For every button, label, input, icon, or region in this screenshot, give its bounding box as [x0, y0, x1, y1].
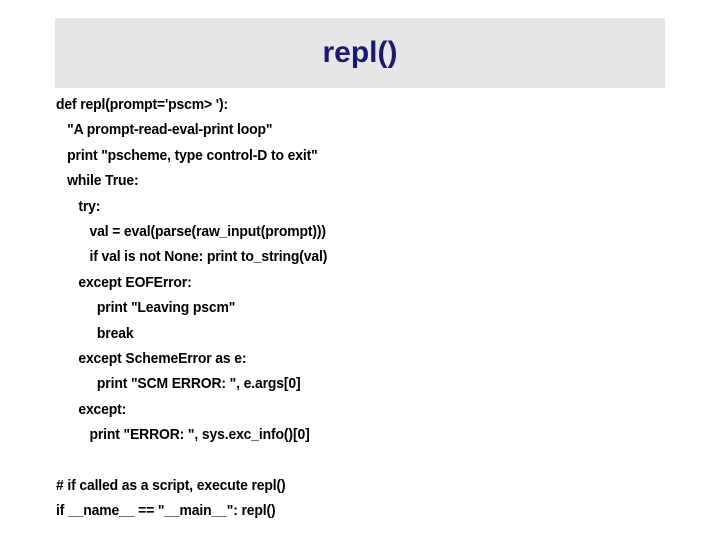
code-block: def repl(prompt='pscm> '): "A prompt-read…: [56, 92, 676, 524]
code-line: print "SCM ERROR: ", e.args[0]: [96, 375, 301, 393]
code-line: def repl(prompt='pscm> '):: [56, 96, 228, 113]
code-line: except SchemeError as e:: [78, 349, 247, 367]
code-line: # if called as a script, execute repl(): [56, 476, 286, 494]
code-line: while True:: [67, 172, 139, 190]
code-line: print "Leaving pscm": [96, 299, 236, 317]
code-line: val = eval(parse(raw_input(prompt))): [89, 222, 326, 240]
title-banner: repl(): [55, 18, 665, 88]
code-line: if val is not None: print to_string(val): [89, 248, 328, 266]
code-line: except EOFError:: [78, 273, 192, 291]
code-line: print "ERROR: ", sys.exc_info()[0]: [89, 426, 310, 444]
code-line: if __name__ == "__main__": repl(): [56, 502, 276, 520]
code-line: except:: [78, 400, 127, 418]
code-line: print "pscheme, type control-D to exit": [67, 146, 318, 164]
code-line: try:: [78, 197, 101, 215]
code-line-blank: [56, 447, 633, 472]
code-line: break: [96, 324, 134, 342]
page-title: repl(): [322, 36, 398, 69]
code-line: "A prompt-read-eval-print loop": [67, 121, 273, 139]
